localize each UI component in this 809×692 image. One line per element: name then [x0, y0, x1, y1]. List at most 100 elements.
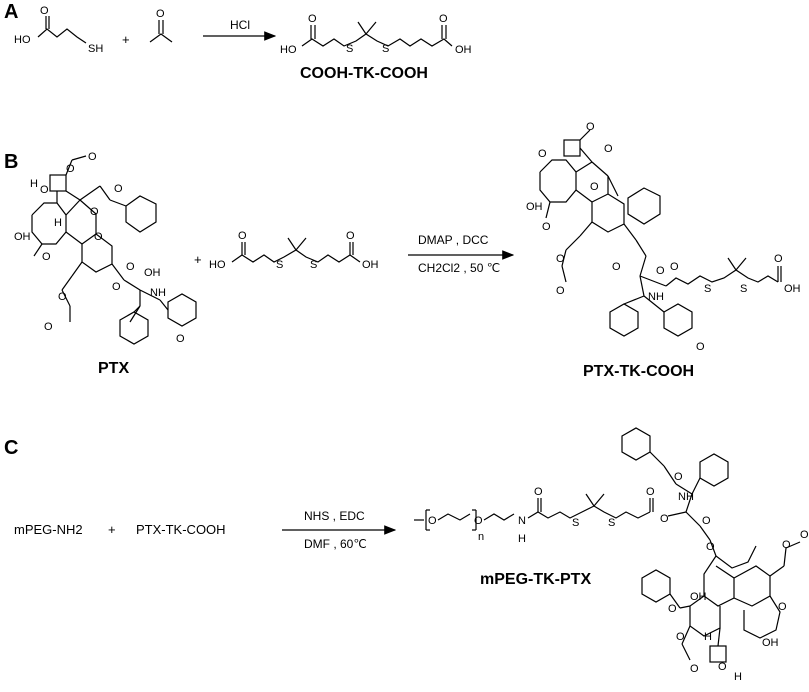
plus-sign: +	[194, 252, 202, 267]
panel-a: A O HO SH + O HCl	[4, 1, 472, 82]
atom-o: O	[782, 539, 791, 551]
atom-sh: SH	[88, 43, 103, 55]
atom-o: O	[474, 515, 483, 527]
atom-ho: HO	[280, 44, 297, 56]
atom-s: S	[310, 259, 317, 271]
atom-o: O	[40, 5, 49, 17]
atom-o: O	[58, 291, 67, 303]
atom-o: O	[88, 151, 97, 163]
atom-o: O	[90, 206, 99, 218]
panel-b-label: B	[4, 151, 18, 173]
atom-oh: OH	[690, 591, 707, 603]
atom-o: O	[112, 281, 121, 293]
product-name-mpeg-tk-ptx: mPEG-TK-PTX	[480, 571, 591, 588]
atom-ho: HO	[14, 34, 31, 46]
ptx-tk-cooh-structure: O O O OH O O O O O O NH O S S O OH O	[526, 121, 801, 353]
product-name-ptx-tk-cooh: PTX-TK-COOH	[583, 363, 694, 380]
atom-o: O	[126, 261, 135, 273]
atom-n: N	[518, 515, 526, 527]
atom-oh: OH	[784, 283, 801, 295]
atom-o: O	[706, 541, 715, 553]
atom-nh: NH	[150, 287, 166, 299]
atom-o: O	[346, 230, 355, 242]
atom-o: O	[534, 486, 543, 498]
atom-ho: HO	[209, 259, 226, 271]
atom-o: O	[656, 265, 665, 277]
atom-o: O	[40, 184, 49, 196]
atom-o: O	[696, 341, 705, 353]
atom-nh: NH	[678, 491, 694, 503]
atom-o: O	[670, 261, 679, 273]
atom-o: O	[44, 321, 53, 333]
atom-o: O	[590, 181, 599, 193]
atom-o: O	[774, 253, 783, 265]
atom-o: O	[800, 529, 809, 541]
atom-s: S	[346, 43, 353, 55]
atom-h: H	[30, 178, 38, 190]
atom-o: O	[156, 8, 165, 20]
atom-o: O	[94, 231, 103, 243]
atom-o: O	[612, 261, 621, 273]
panel-c-label: C	[4, 437, 18, 459]
atom-o: O	[676, 631, 685, 643]
atom-h: H	[54, 217, 62, 229]
mpeg-tk-ptx-structure: O O n N H O S S O O	[414, 427, 809, 683]
cooh-tk-cooh-linker: O O HO OH S S	[209, 230, 379, 271]
atom-o: O	[542, 221, 551, 233]
atom-o: O	[114, 183, 123, 195]
atom-o: O	[668, 603, 677, 615]
atom-o: O	[718, 661, 727, 673]
atom-oh: OH	[362, 259, 379, 271]
mercaptopropionic-acid: O HO SH	[14, 5, 103, 55]
atom-o: O	[674, 471, 683, 483]
acetone: O	[149, 8, 173, 43]
atom-o: O	[778, 601, 787, 613]
panel-a-label: A	[4, 1, 18, 23]
atom-o: O	[42, 251, 51, 263]
atom-s: S	[608, 517, 615, 529]
atom-oh: OH	[14, 231, 31, 243]
reagent-nhs-edc: NHS , EDC	[304, 509, 365, 523]
atom-o: O	[66, 163, 75, 175]
panel-b: B	[4, 121, 801, 380]
reagent-hcl: HCl	[230, 18, 250, 32]
atom-s: S	[382, 43, 389, 55]
atom-s: S	[276, 259, 283, 271]
atom-o: O	[586, 121, 595, 133]
atom-oh: OH	[762, 637, 779, 649]
cooh-tk-cooh-structure: O O HO OH S S	[280, 13, 472, 56]
atom-oh: OH	[526, 201, 543, 213]
ptx-structure: O O O O O OH O O O O OH NH O H H O O	[14, 151, 197, 345]
atom-h: H	[704, 631, 712, 643]
atom-o: O	[238, 230, 247, 242]
atom-oh: OH	[144, 267, 161, 279]
reagent-dmap-dcc: DMAP , DCC	[418, 233, 489, 247]
panel-c: C mPEG-NH2 + PTX-TK-COOH NHS , EDC DMF ,…	[4, 427, 809, 683]
reactant-mpeg-nh2: mPEG-NH2	[14, 522, 83, 537]
product-name-cooh-tk-cooh: COOH-TK-COOH	[300, 65, 428, 82]
atom-o: O	[538, 148, 547, 160]
reagent-dmf-temp: DMF , 60℃	[304, 537, 367, 551]
atom-s: S	[704, 283, 711, 295]
reactant-name-ptx: PTX	[98, 360, 129, 377]
atom-o: O	[660, 513, 669, 525]
atom-o: O	[439, 13, 448, 25]
atom-s: S	[572, 517, 579, 529]
plus-sign: +	[122, 32, 130, 47]
atom-nh: NH	[648, 291, 664, 303]
atom-o: O	[646, 486, 655, 498]
atom-o: O	[702, 515, 711, 527]
atom-s: S	[740, 283, 747, 295]
plus-sign: +	[108, 522, 116, 537]
atom-oh: OH	[455, 44, 472, 56]
atom-o: O	[604, 143, 613, 155]
atom-o: O	[176, 333, 185, 345]
reactant-ptx-tk-cooh: PTX-TK-COOH	[136, 522, 226, 537]
atom-o: O	[690, 663, 699, 675]
atom-o: O	[428, 515, 437, 527]
atom-o: O	[556, 285, 565, 297]
atom-h: H	[734, 671, 742, 683]
atom-o: O	[308, 13, 317, 25]
atom-o: O	[556, 253, 565, 265]
